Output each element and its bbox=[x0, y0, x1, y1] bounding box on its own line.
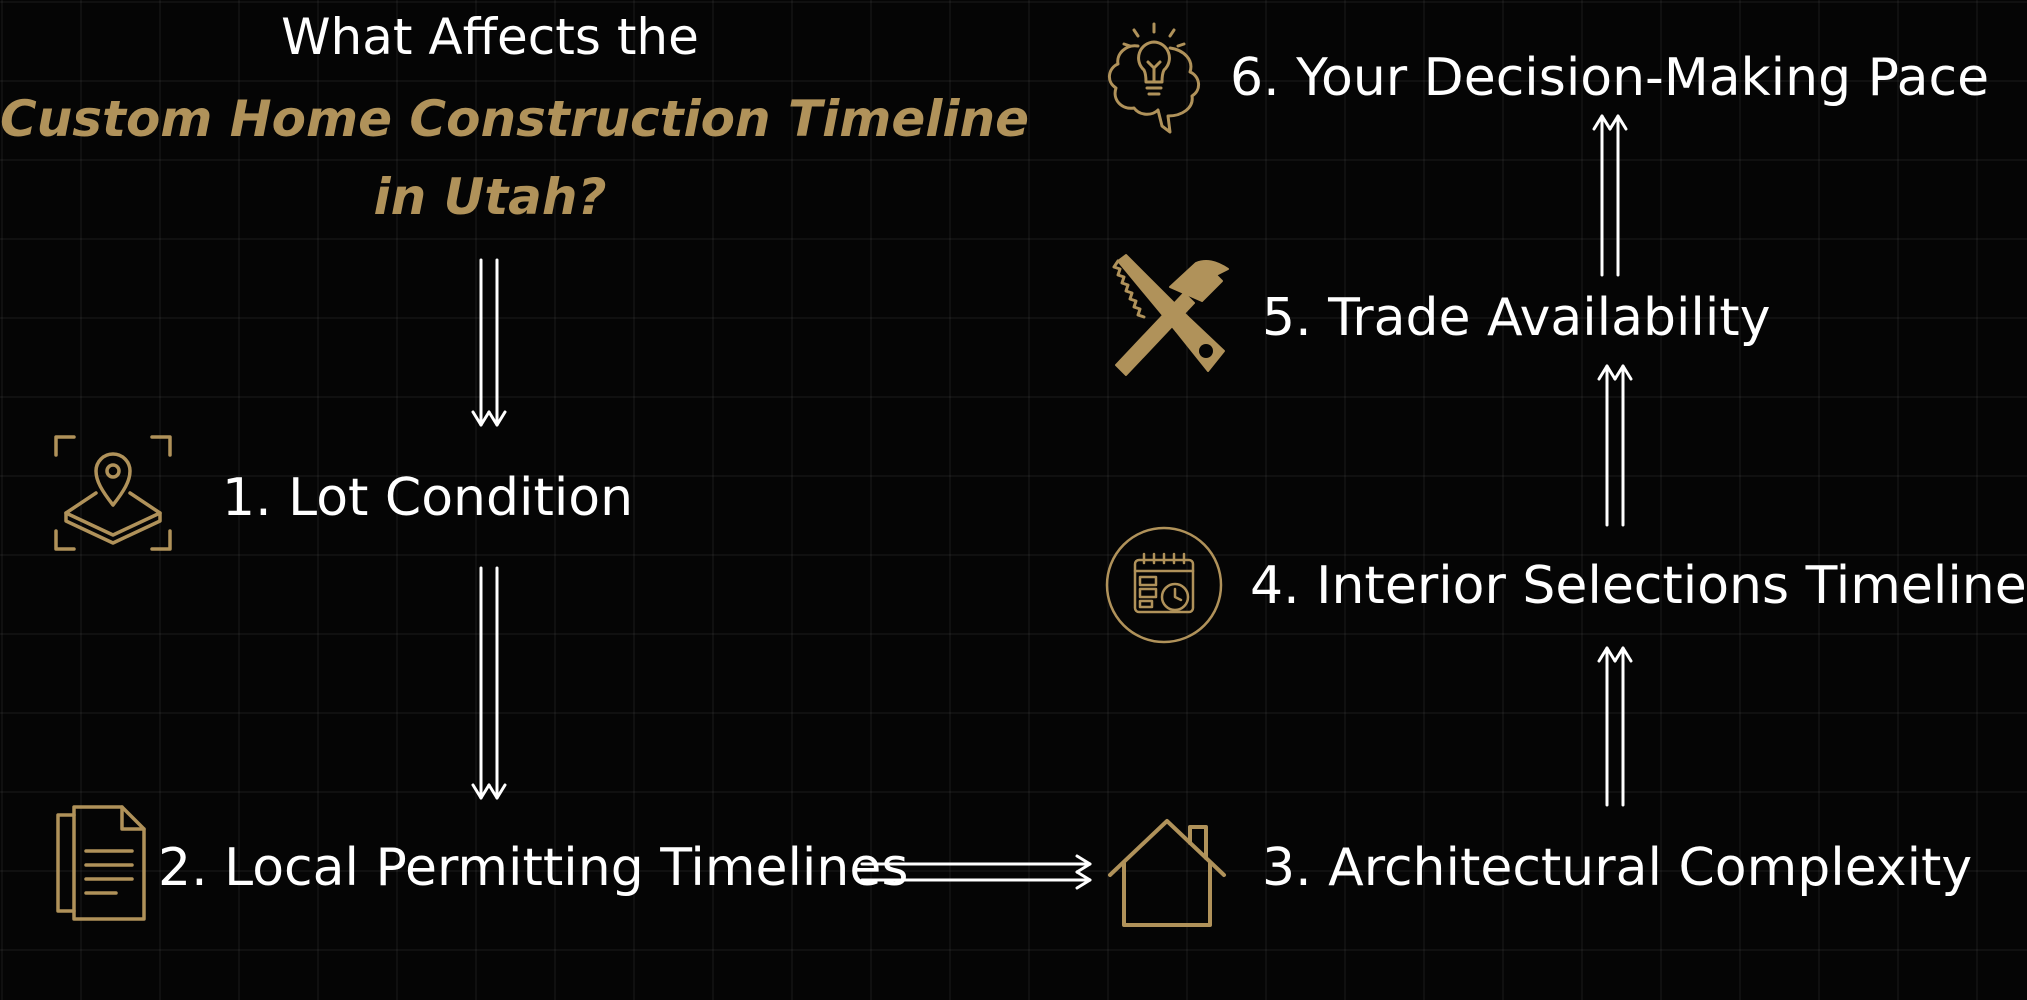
hammer-saw-icon bbox=[1112, 254, 1229, 376]
map-pin-icon bbox=[54, 435, 172, 551]
arrow-step-4-to-step-5 bbox=[1597, 364, 1633, 527]
title-line-3: in Utah? bbox=[373, 168, 607, 226]
arrow-step-5-to-step-6 bbox=[1592, 114, 1628, 277]
document-icon bbox=[56, 805, 146, 921]
arrow-step-1-to-step-2 bbox=[471, 566, 507, 800]
step-4-label: 4. Interior Selections Timeline bbox=[1250, 556, 2027, 616]
step-2-label: 2. Local Permitting Timelines bbox=[158, 838, 909, 898]
arrow-title-to-step-1 bbox=[471, 258, 507, 427]
calendar-clock-icon bbox=[1105, 526, 1223, 644]
title-line-2: Custom Home Construction Timeline bbox=[0, 90, 1030, 148]
arrow-step-3-to-step-4 bbox=[1597, 646, 1633, 807]
brain-lightbulb-icon bbox=[1108, 22, 1200, 134]
step-6-label: 6. Your Decision-Making Pace bbox=[1230, 48, 1990, 108]
step-1-label: 1. Lot Condition bbox=[222, 468, 634, 528]
title-line-1: What Affects the bbox=[281, 8, 699, 66]
step-5-label: 5. Trade Availability bbox=[1262, 288, 1771, 348]
arrow-step-2-to-step-3 bbox=[860, 854, 1092, 890]
step-3-label: 3. Architectural Complexity bbox=[1262, 838, 1973, 898]
house-icon bbox=[1108, 819, 1226, 927]
